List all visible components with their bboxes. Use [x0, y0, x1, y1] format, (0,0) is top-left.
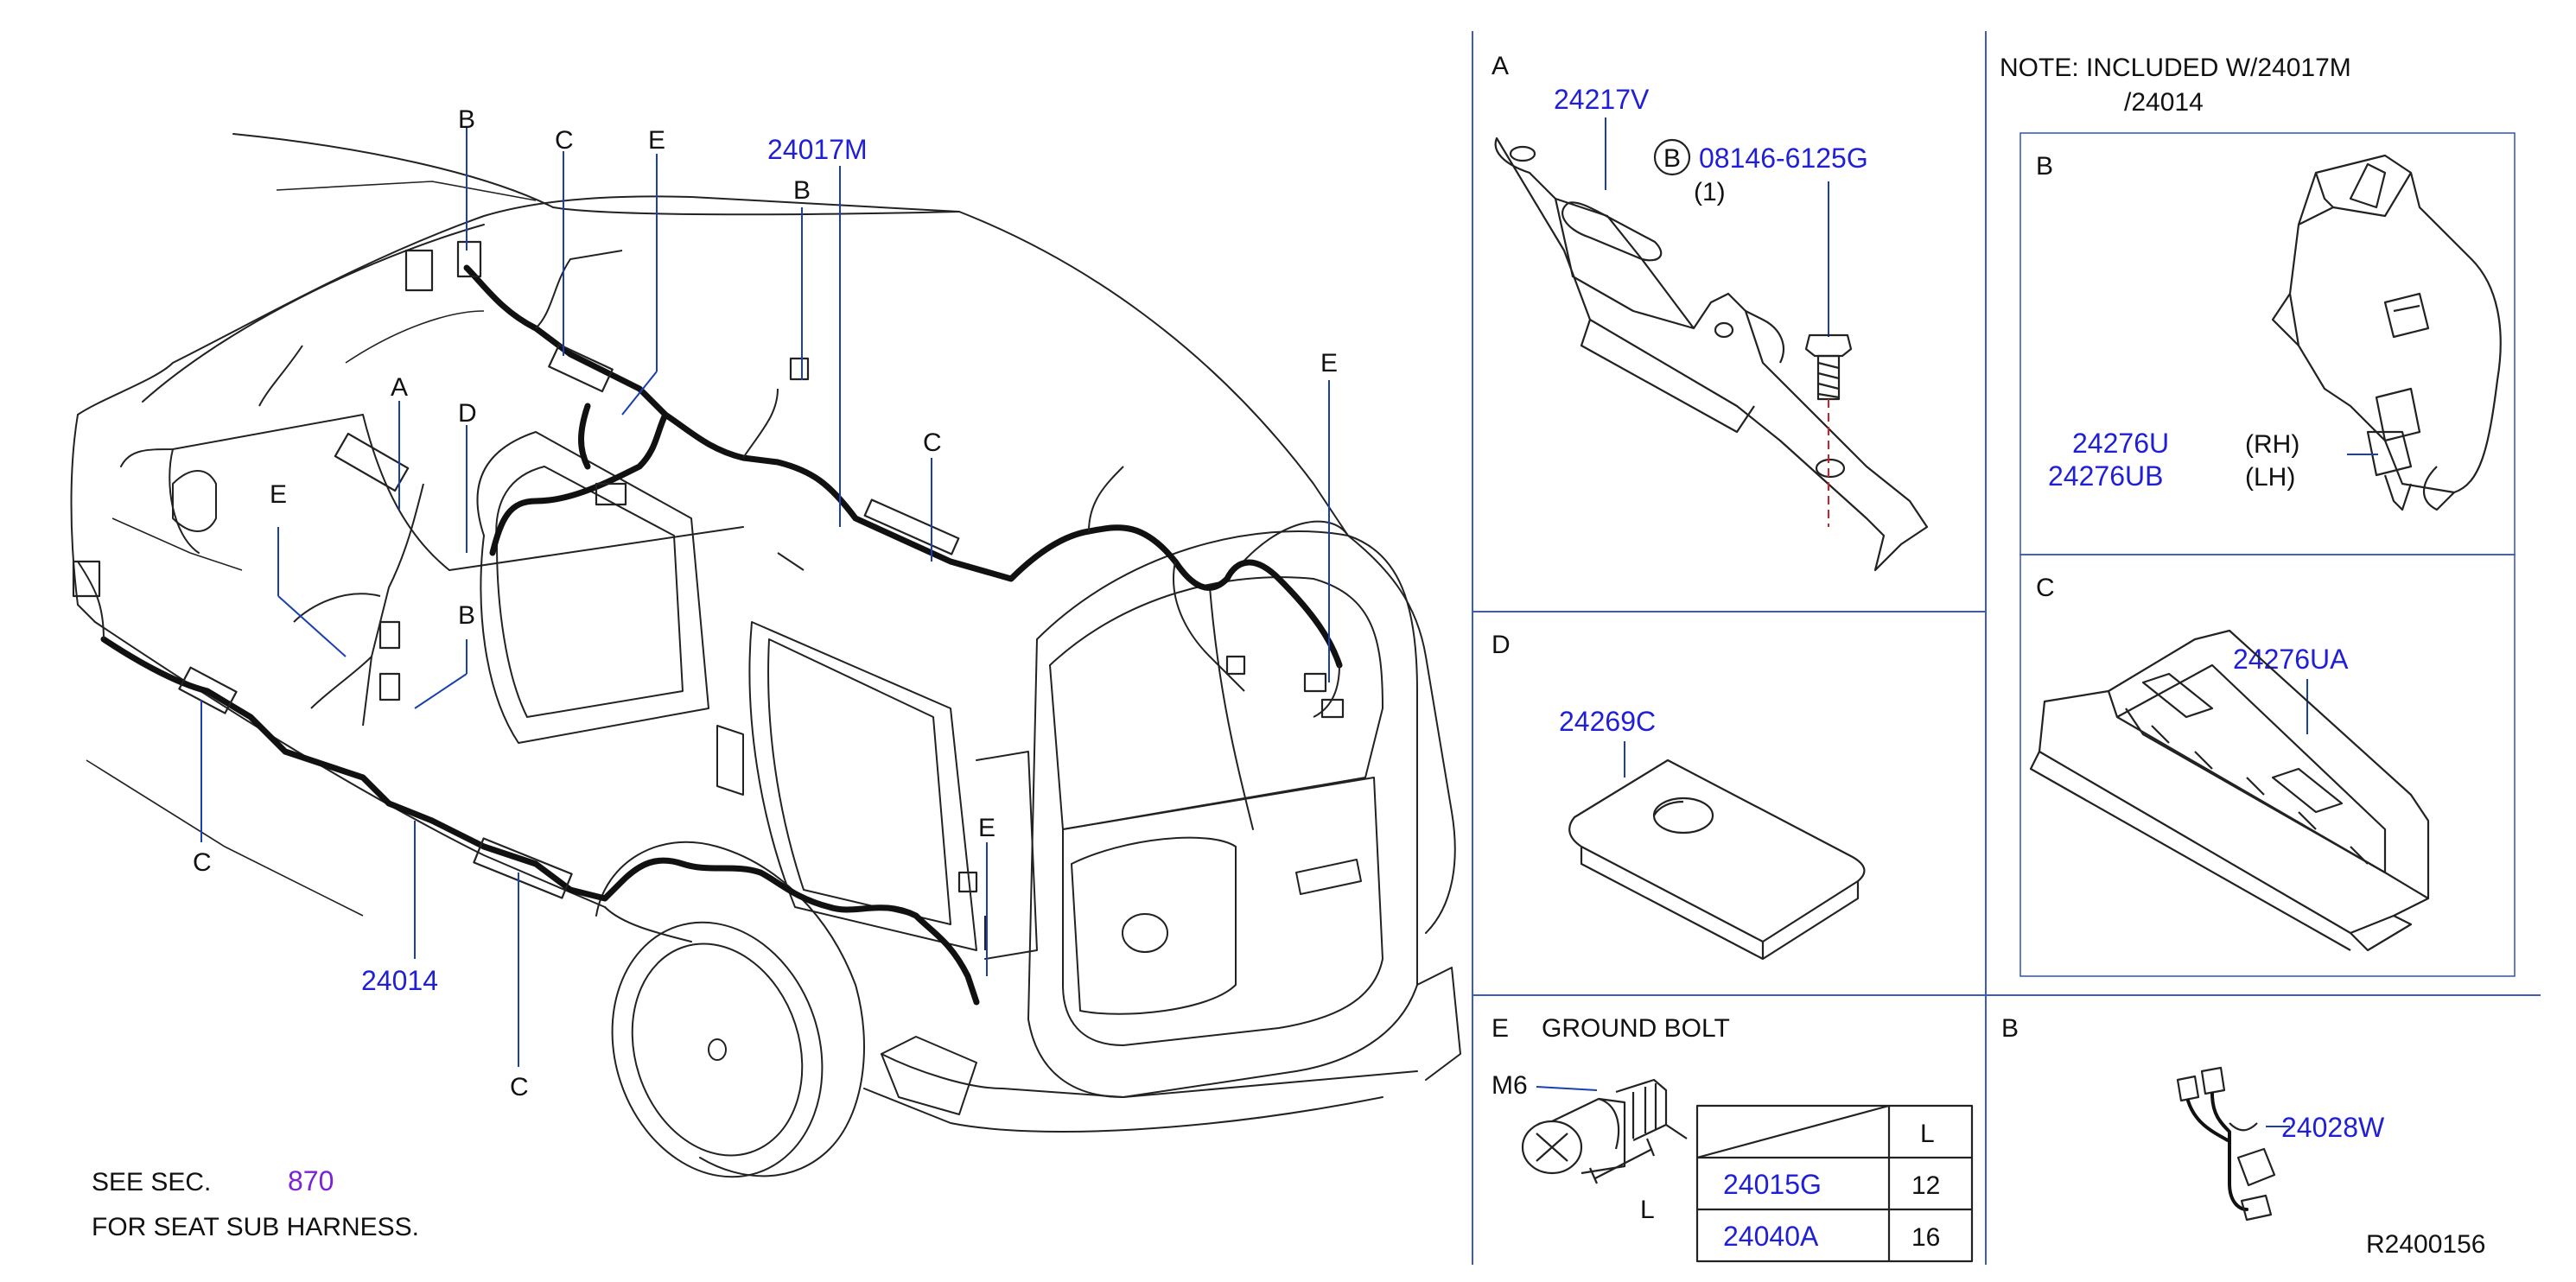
panel-c: C 24276UA [2029, 574, 2430, 952]
vehicle-outline [70, 133, 1461, 1178]
panel-c-letter: C [2036, 574, 2055, 602]
part-24014: 24014 [361, 965, 438, 996]
footnote-line1: SEE SEC. [92, 1168, 211, 1196]
note-line1: NOTE: INCLUDED W/24017M [2000, 54, 2351, 82]
callout-c-roof: C [923, 428, 942, 457]
part-24269c: 24269C [1559, 706, 1656, 737]
part-24028w: 24028W [2281, 1112, 2385, 1143]
table-row2-part: 24040A [1723, 1221, 1819, 1252]
length-label: L [1640, 1196, 1655, 1224]
bracket-drawing [1494, 136, 1929, 572]
panel-a: A 24217V B 08146-6125G (1) [1492, 52, 1929, 572]
table-header-l: L [1920, 1120, 1935, 1148]
connector-clips [72, 240, 1345, 893]
wiring-harness [72, 240, 1345, 1006]
panel-d-letter: D [1492, 631, 1511, 659]
main-labels: B C E 24017M B C E A D E B C C 24014 E [193, 105, 1338, 1101]
length-table: L 24015G 12 24040A 16 [1695, 1104, 1974, 1263]
panel-e: E GROUND BOLT M6 L L 24015G 12 24040A [1492, 1014, 1974, 1263]
panel-b-sub-letter: B [2001, 1014, 2019, 1043]
callout-e-bottom: E [978, 814, 995, 842]
panel-a-letter: A [1492, 52, 1509, 80]
footnote: SEE SEC. 870 FOR SEAT SUB HARNESS. [92, 1165, 419, 1241]
panel-e-letter: E [1492, 1014, 1509, 1043]
callout-d: D [458, 399, 477, 428]
ground-bolt-title: GROUND BOLT [1542, 1014, 1730, 1043]
callout-b-mid: B [458, 601, 475, 630]
side-lh: (LH) [2245, 463, 2295, 492]
callout-leaders [200, 128, 1330, 1067]
bolt-drawing [1804, 333, 1853, 527]
panel-b-sub: B 24028W [2001, 1014, 2385, 1222]
part-08146-6125g: 08146-6125G [1699, 143, 1868, 174]
table-row2-length: 16 [1911, 1223, 1940, 1252]
callout-b-top: B [458, 105, 475, 134]
side-rh: (RH) [2245, 430, 2299, 459]
part-24217v: 24217V [1554, 84, 1650, 115]
footnote-line2: FOR SEAT SUB HARNESS. [92, 1213, 419, 1241]
panel-d: D 24269C [1492, 631, 1866, 961]
callout-e-rear: E [1320, 349, 1338, 378]
clip-drawing [2271, 154, 2502, 511]
sub-harness-drawing [2176, 1066, 2276, 1222]
ground-bolt-drawing [1521, 1078, 1688, 1184]
diagram-id: R2400156 [2366, 1230, 2485, 1259]
callout-c-bottom: C [510, 1073, 529, 1101]
footnote-section-ref[interactable]: 870 [288, 1165, 334, 1196]
callout-e-left: E [270, 480, 287, 509]
part-24276ub: 24276UB [2048, 460, 2163, 492]
panel-frames [1472, 31, 2541, 1265]
callout-a: A [391, 373, 408, 402]
part-24017m: 24017M [767, 134, 868, 165]
callout-b-roof: B [793, 176, 811, 205]
bolt-quantity: (1) [1694, 178, 1726, 206]
table-row1-length: 12 [1911, 1171, 1940, 1200]
part-24276ua: 24276UA [2233, 644, 2349, 675]
part-24276u: 24276U [2072, 428, 2169, 459]
callout-c-top: C [555, 126, 574, 155]
panel-b-clip: B 24276U 24276UB (RH) (LH) [2036, 152, 2502, 511]
table-row1-part: 24015G [1723, 1169, 1822, 1200]
note: NOTE: INCLUDED W/24017M /24014 [2000, 54, 2351, 117]
callout-c-left: C [193, 848, 212, 877]
panel-b-letter: B [2036, 152, 2053, 181]
pad-drawing [1568, 758, 1866, 961]
thread-size-m6: M6 [1492, 1071, 1528, 1100]
note-line2: /24014 [2124, 88, 2204, 117]
protector-drawing [2029, 629, 2430, 952]
bolt-circle-letter: B [1663, 144, 1681, 173]
callout-e-top: E [648, 126, 665, 155]
